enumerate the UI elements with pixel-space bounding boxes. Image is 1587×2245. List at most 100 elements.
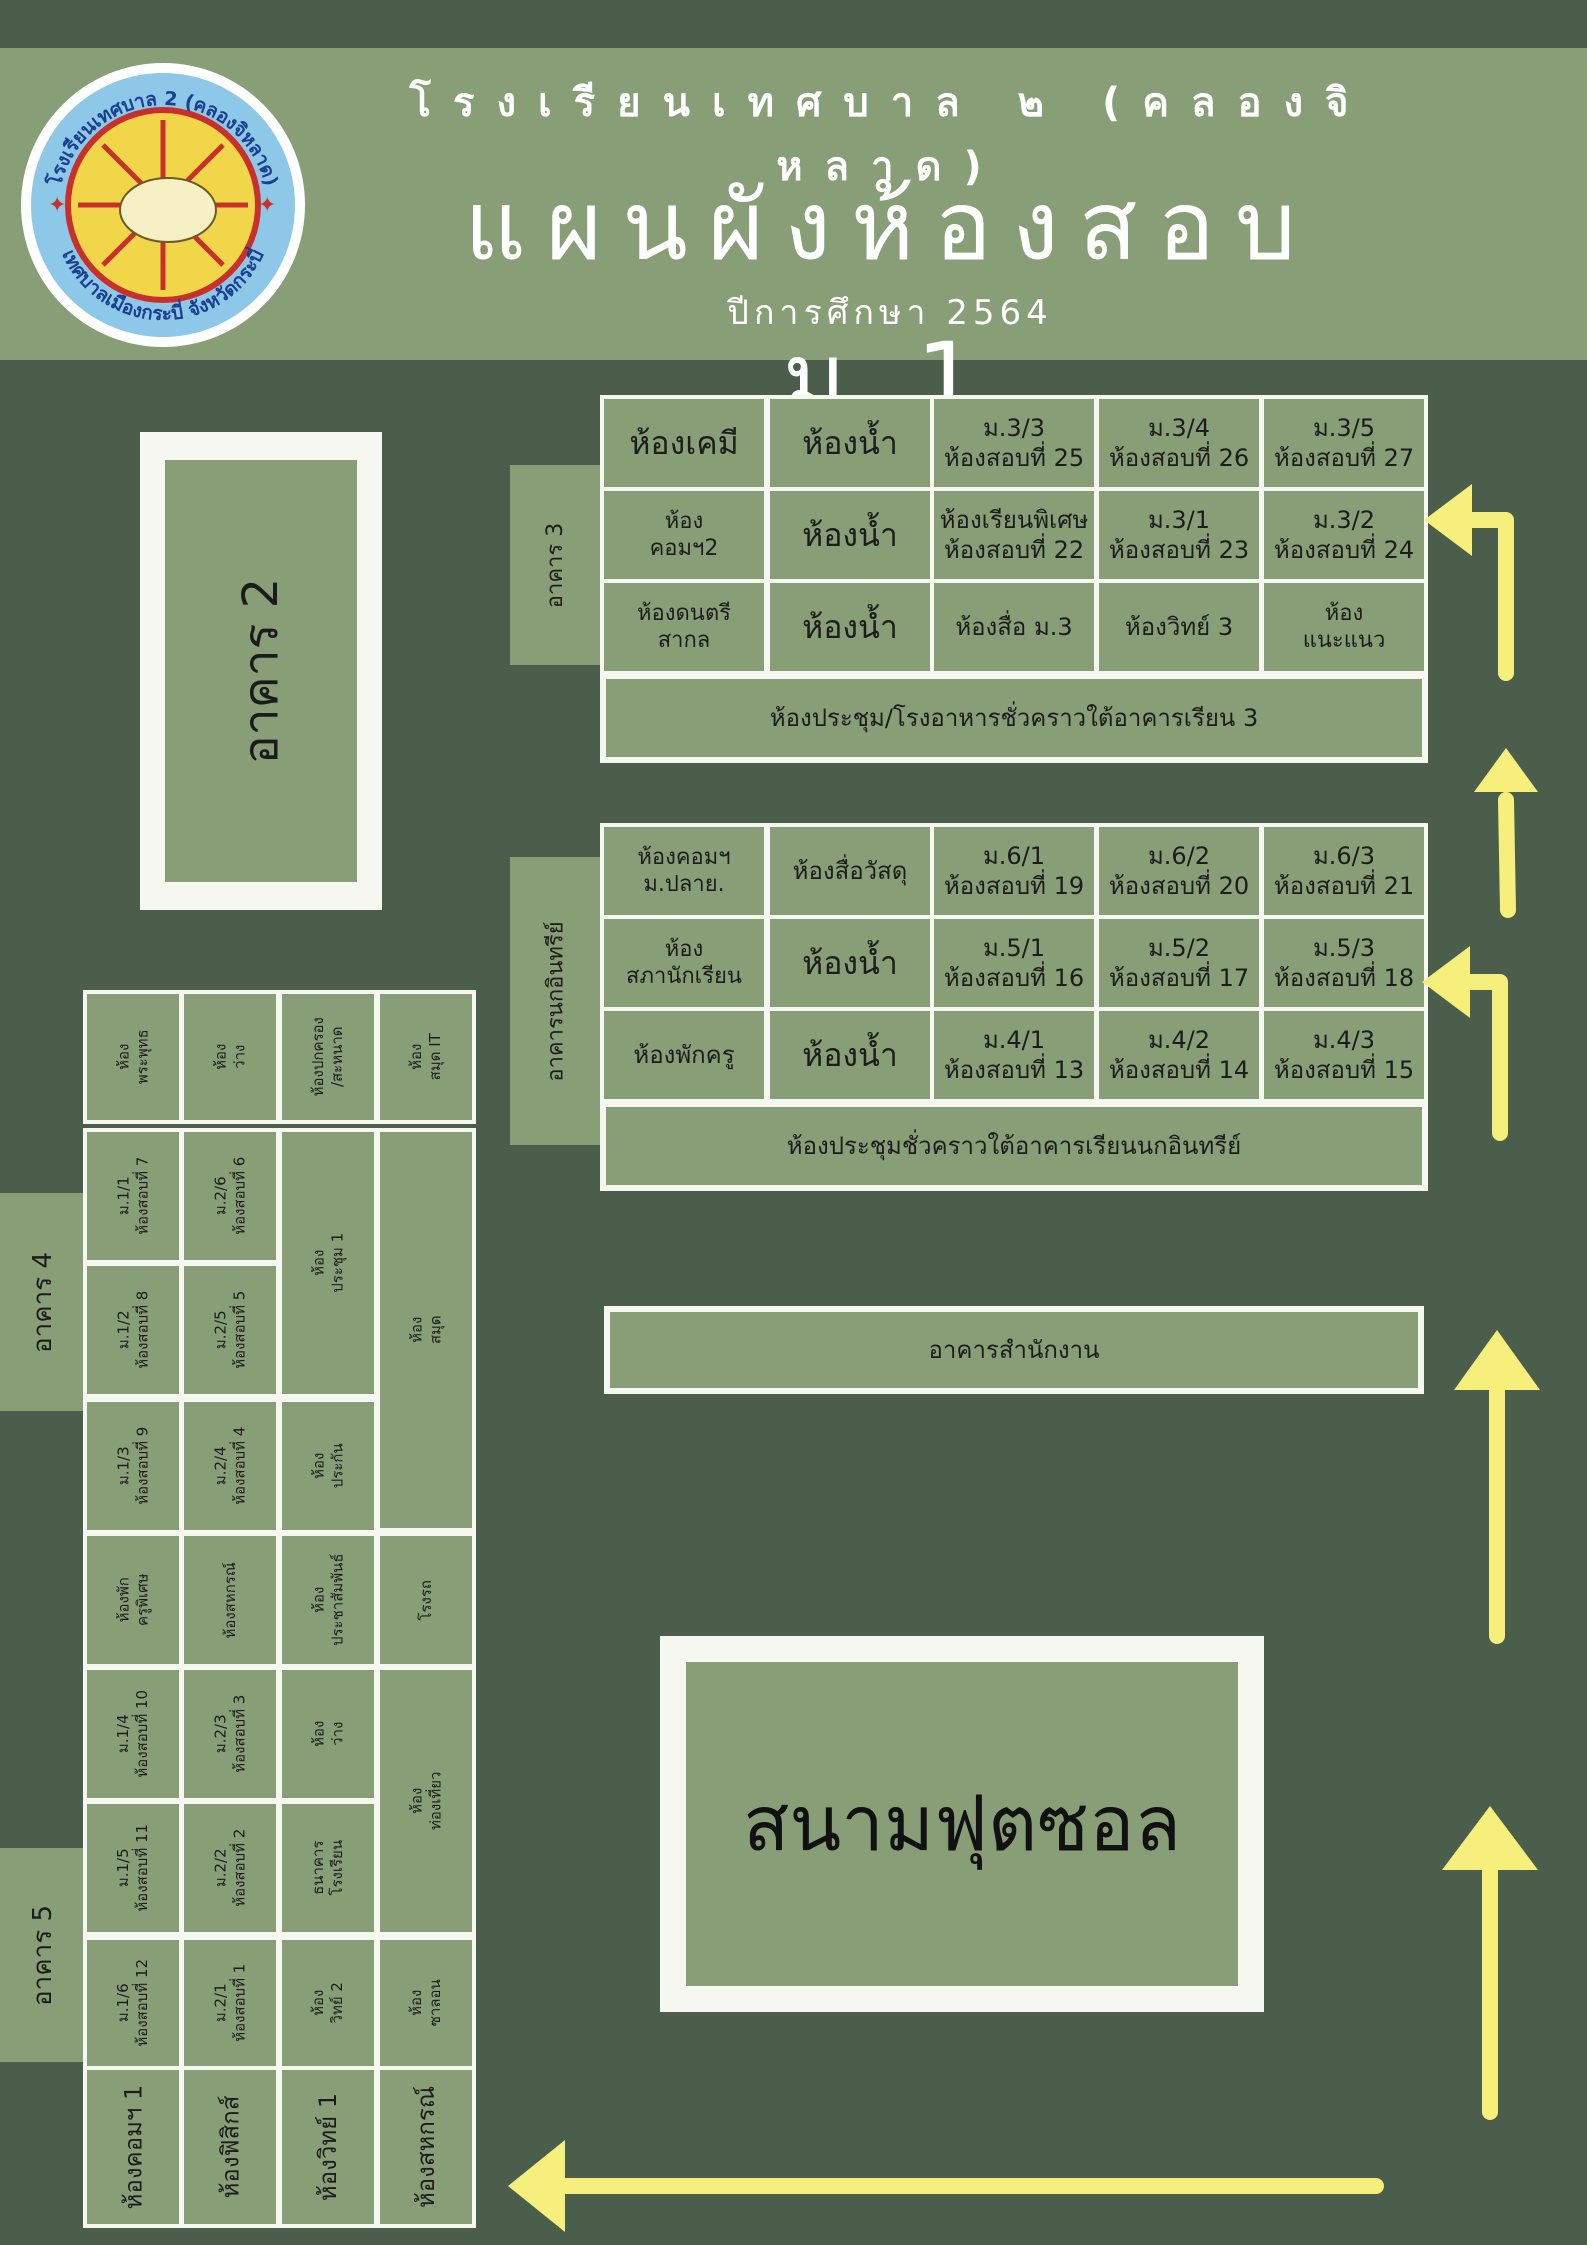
left-row8-cell-4: ห้องซาลอน <box>376 1936 476 2070</box>
building3-r3-cell-4-line-1: ห้องวิทย์ 3 <box>1124 613 1234 641</box>
building3-r2-cell-5-line-1: ม.3/2 <box>1312 506 1376 534</box>
building3-r2-cell-3-line-1: ห้องเรียนพิเศษ <box>939 506 1089 534</box>
buildingNok-r3-cell-1-line-1: ห้องพักครู <box>633 1041 735 1069</box>
left-row4-cell-3: ห้องประกัน <box>278 1398 378 1534</box>
buildingNok-r1-cell-1: ห้องคอมฯม.ปลาย. <box>600 823 768 919</box>
buildingNok-r1-cell-5-line-1: ม.6/3 <box>1312 842 1376 870</box>
buildingNok-r3-cell-4-line-1: ม.4/2 <box>1147 1026 1211 1054</box>
building3-r1-cell-4-line-2: ห้องสอบที่ 26 <box>1108 444 1250 472</box>
futsal-field: สนามฟุตซอล <box>660 1636 1264 2012</box>
buildingNok-r3-cell-4-line-2: ห้องสอบที่ 14 <box>1108 1056 1250 1084</box>
building-5-tab: อาคาร 5 <box>0 1848 84 2062</box>
building-3-tab: อาคาร 3 <box>510 465 600 665</box>
buildingNok-r1-cell-1-line-2: ม.ปลาย. <box>643 872 725 897</box>
left-top-cell-2: ห้องว่าง <box>180 990 280 1124</box>
arrow-to-b3-path <box>1460 512 1514 681</box>
building-2: อาคาร 2 <box>140 432 382 910</box>
office-building: อาคารสำนักงาน <box>604 1306 1424 1394</box>
arrow-up-head-3 <box>1474 748 1538 792</box>
building3-r1-cell-5-line-1: ม.3/5 <box>1312 414 1376 442</box>
arrow-left-head <box>508 2140 565 2232</box>
building3-r1-cell-3-line-2: ห้องสอบที่ 25 <box>943 444 1085 472</box>
buildingNok-r3-cell-3-line-2: ห้องสอบที่ 13 <box>943 1056 1085 1084</box>
buildingNok-r1-cell-3-line-2: ห้องสอบที่ 19 <box>943 872 1085 900</box>
buildingNok-r1-cell-4-line-1: ม.6/2 <box>1147 842 1211 870</box>
building3-r2-cell-1-line-1: ห้อง <box>664 508 704 534</box>
building3-r1-cell-1-line-1: ห้องเคมี <box>629 424 739 462</box>
buildingNok-r2-cell-3-line-1: ม.5/1 <box>982 934 1046 962</box>
building3-r3-cell-2-line-1: ห้องน้ำ <box>802 608 898 646</box>
buildingNok-r2-cell-4-line-2: ห้องสอบที่ 17 <box>1108 964 1250 992</box>
left-row5-cell-2: ห้องสหกรณ์ <box>180 1532 280 1668</box>
left-row8-cell-3: ห้องวิทย์ 2 <box>278 1936 378 2070</box>
school-name: โรงเรียนเทศบาล ๒ (คลองจิหลาด) <box>409 80 1371 190</box>
buildingNok-r2-cell-1-line-1: ห้อง <box>664 936 704 962</box>
library: ห้องสมุด <box>376 1128 476 1532</box>
buildingNok-r2-cell-4-line-1: ม.5/2 <box>1147 934 1211 962</box>
arrow-left-head-b3 <box>1424 484 1472 556</box>
academic-year: ปีการศึกษา 2564 <box>727 293 1053 333</box>
buildingNok-r2-cell-1: ห้องสภานักเรียน <box>600 915 768 1011</box>
building3-r1-cell-2: ห้องน้ำ <box>766 395 934 491</box>
futsal-field-label: สนามฟุตซอล <box>742 1779 1182 1868</box>
arrow-left-head-nok <box>1422 946 1470 1018</box>
arrow-up-head-2 <box>1454 1330 1540 1390</box>
building3-r2-cell-4-line-2: ห้องสอบที่ 23 <box>1108 536 1250 564</box>
building3-r2-cell-3-line-2: ห้องสอบที่ 22 <box>943 536 1085 564</box>
buildingNok-hall: ห้องประชุมชั่วคราวใต้อาคารเรียนนกอินทรีย… <box>600 1101 1428 1191</box>
building3-r2-cell-3: ห้องเรียนพิเศษห้องสอบที่ 22 <box>930 487 1098 583</box>
left-top-cell-4: ห้องสมุด IT <box>376 990 476 1124</box>
building3-r1-cell-3-line-1: ม.3/3 <box>982 414 1046 442</box>
buildingNok-r1-cell-2: ห้องสื่อวัสดุ <box>766 823 934 919</box>
left-bottom-cell-4: ห้องสหกรณ์ <box>376 2066 476 2228</box>
left-bottom-cell-1: ห้องคอมฯ 1 <box>83 2066 183 2228</box>
building3-r2-cell-4-line-1: ม.3/1 <box>1147 506 1211 534</box>
arrow-up-to-b3-path <box>1498 792 1516 918</box>
svg-text:✦: ✦ <box>48 193 66 218</box>
buildingNok-r1-cell-2-line-1: ห้องสื่อวัสดุ <box>792 857 908 885</box>
building3-r3-cell-1-line-1: ห้องดนตรี <box>637 600 731 626</box>
building3-r1-cell-4-line-1: ม.3/4 <box>1147 414 1211 442</box>
left-row7-cell-3: ธนาคารโรงเรียน <box>278 1800 378 1936</box>
buildingNok-hall-line-1: ห้องประชุมชั่วคราวใต้อาคารเรียนนกอินทรีย… <box>786 1132 1242 1160</box>
office-building-label: อาคารสำนักงาน <box>928 1336 1100 1364</box>
building3-hall-line-1: ห้องประชุม/โรงอาหารชั่วคราวใต้อาคารเรียน… <box>769 704 1259 732</box>
building3-r2-cell-2-line-1: ห้องน้ำ <box>802 516 898 554</box>
arrow-to-nok-path <box>1454 974 1508 1141</box>
building-nok-tab: อาคารนกอินทรีย์ <box>510 857 600 1145</box>
left-top-cell-1: ห้องพระพุทธ <box>83 990 183 1124</box>
left-bottom-cell-3: ห้องวิทย์ 1 <box>278 2066 378 2228</box>
buildingNok-r3-cell-5-line-1: ม.4/3 <box>1312 1026 1376 1054</box>
building3-r3-cell-1-line-2: สากล <box>657 628 711 653</box>
arrow-up-head-1 <box>1442 1806 1538 1870</box>
buildingNok-r2-cell-3-line-2: ห้องสอบที่ 16 <box>943 964 1085 992</box>
buildingNok-r1-cell-3-line-1: ม.6/1 <box>982 842 1046 870</box>
school-logo: โรงเรียนเทศบาล 2 (คลองจิหลาด) เทศบาลเมือ… <box>21 63 305 347</box>
building3-r3-cell-5-line-2: แนะแนว <box>1302 628 1386 653</box>
buildingNok-r2-cell-5-line-2: ห้องสอบที่ 18 <box>1273 964 1415 992</box>
svg-text:✦: ✦ <box>258 193 276 218</box>
buildingNok-r3-cell-3-line-1: ม.4/1 <box>982 1026 1046 1054</box>
buildingNok-r1-cell-1-line-1: ห้องคอมฯ <box>637 844 731 870</box>
buildingNok-r1-cell-4-line-2: ห้องสอบที่ 20 <box>1108 872 1250 900</box>
buildingNok-r2-cell-2-line-1: ห้องน้ำ <box>802 944 898 982</box>
building3-r3-cell-5-line-1: ห้อง <box>1324 600 1364 626</box>
building3-r3-cell-3-line-1: ห้องสื่อ ม.3 <box>955 613 1073 641</box>
building3-r1-cell-5-line-2: ห้องสอบที่ 27 <box>1273 444 1415 472</box>
buildingNok-r1-cell-5-line-2: ห้องสอบที่ 21 <box>1273 872 1415 900</box>
buildingNok-r2-cell-5-line-1: ม.5/3 <box>1312 934 1376 962</box>
building3-r2-cell-5-line-2: ห้องสอบที่ 24 <box>1273 536 1415 564</box>
building3-hall: ห้องประชุม/โรงอาหารชั่วคราวใต้อาคารเรียน… <box>600 673 1428 763</box>
tourism-room: ห้องท่องเที่ยว <box>376 1666 476 1936</box>
building3-r1-cell-2-line-1: ห้องน้ำ <box>802 424 898 462</box>
buildingNok-r3-cell-2-line-1: ห้องน้ำ <box>802 1036 898 1074</box>
building-4-tab: อาคาร 4 <box>0 1193 84 1411</box>
buildingNok-r3-cell-5-line-2: ห้องสอบที่ 15 <box>1273 1056 1415 1084</box>
buildingNok-r2-cell-1-line-2: สภานักเรียน <box>626 964 742 989</box>
